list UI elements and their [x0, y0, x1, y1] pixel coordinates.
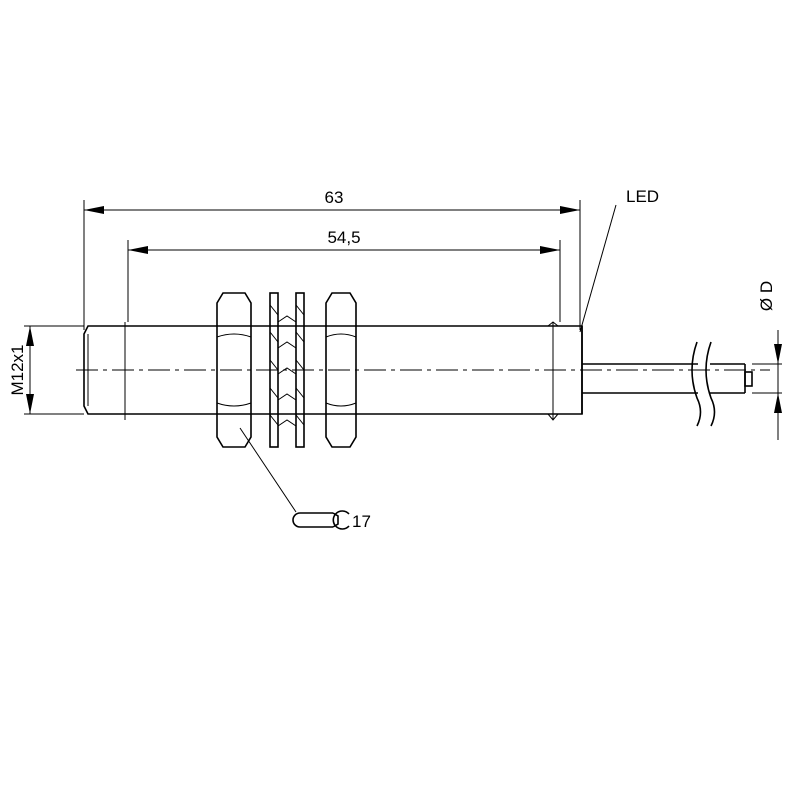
dimension-thread-size	[26, 326, 34, 414]
hex-nut-right	[325, 292, 357, 448]
dimension-overall-length	[84, 206, 580, 214]
extension-lines	[24, 200, 782, 415]
cable	[582, 341, 753, 427]
cable-diameter-label: Ø D	[757, 281, 776, 311]
overall-length-label: 63	[325, 188, 344, 207]
led-leader-line	[579, 204, 617, 333]
dimension-cable-diameter	[774, 330, 782, 440]
hex-nut-left	[216, 292, 252, 448]
thread-length-label: 54,5	[327, 228, 360, 247]
thread-size-label: M12x1	[8, 344, 27, 395]
washer-teeth	[277, 315, 297, 427]
open-end-wrench-icon	[292, 510, 350, 530]
wrench-size-label: 17	[352, 512, 371, 531]
dimension-thread-length	[128, 246, 560, 254]
led-label: LED	[626, 187, 659, 206]
wrench-leader-line	[239, 427, 297, 513]
